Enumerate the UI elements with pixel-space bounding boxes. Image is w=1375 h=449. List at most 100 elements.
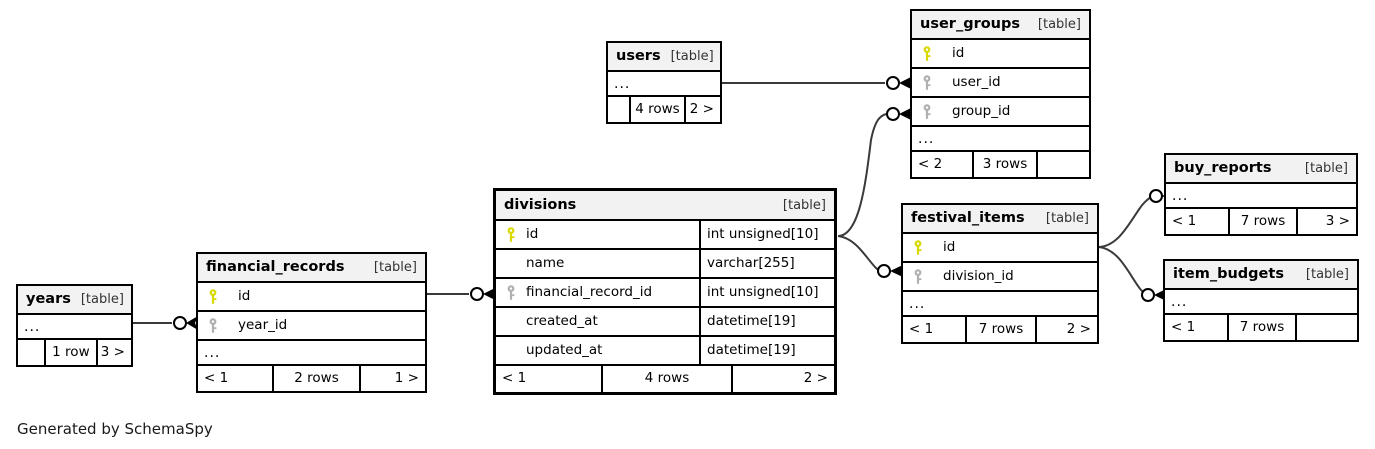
foreign-key-icon [918, 103, 936, 120]
table-user_groups[interactable]: user_groups [table] id user_id [910, 9, 1091, 179]
table-header-users: users [table] [608, 43, 720, 72]
edge-festival_items-buy_reports [1098, 196, 1152, 248]
column-type: datetime[19] [699, 336, 834, 365]
column-row[interactable]: user_id [912, 69, 1089, 98]
table-financial_records[interactable]: financial_records [table] id year_id ...… [196, 252, 427, 393]
primary-key-icon [918, 45, 936, 62]
generated-by-caption: Generated by SchemaSpy [17, 420, 213, 438]
column-type: int unsigned[10] [699, 278, 834, 307]
table-tag-years: [table] [80, 292, 124, 307]
table-tag-item_budgets: [table] [1305, 267, 1349, 282]
foreign-key-icon [918, 74, 936, 91]
column-label: user_id [952, 74, 1001, 90]
footer-prev-years[interactable] [18, 340, 44, 365]
column-name-cell: financial_record_id [496, 284, 699, 301]
foreign-key-icon [502, 284, 520, 301]
table-title-festival_items: festival_items [911, 210, 1025, 227]
table-tag-financial_records: [table] [373, 260, 417, 275]
table-users[interactable]: users [table] ... 4 rows 2 > [606, 41, 722, 124]
column-row[interactable]: created_at datetime[19] [496, 307, 834, 337]
footer-next-users[interactable]: 2 > [683, 97, 720, 122]
table-ellipsis-users: ... [608, 72, 720, 97]
footer-prev-users[interactable] [608, 97, 629, 122]
table-header-item_budgets: item_budgets [table] [1165, 261, 1357, 290]
column-row[interactable]: id [912, 40, 1089, 69]
table-ellipsis-buy_reports: ... [1166, 184, 1356, 209]
footer-rowcount-item_budgets: 7 rows [1227, 315, 1295, 340]
column-row[interactable]: group_id [912, 98, 1089, 127]
table-title-divisions: divisions [504, 196, 577, 213]
table-festival_items[interactable]: festival_items [table] id division_id ..… [901, 203, 1099, 344]
column-row[interactable]: id [903, 234, 1097, 263]
table-header-buy_reports: buy_reports [table] [1166, 155, 1356, 184]
table-divisions[interactable]: divisions [table] id int unsigned[10] na… [493, 188, 837, 395]
table-footer-buy_reports: < 1 7 rows 3 > [1166, 209, 1356, 234]
footer-prev-financial_records[interactable]: < 1 [204, 369, 229, 386]
column-label: id [952, 45, 965, 61]
edge-festival_items-item_budgets [1098, 246, 1149, 296]
foreign-key-icon [204, 317, 222, 334]
table-footer-user_groups: < 2 3 rows [912, 152, 1089, 177]
table-tag-festival_items: [table] [1045, 211, 1089, 226]
column-label: financial_record_id [526, 284, 653, 300]
column-name-cell: year_id [198, 317, 425, 334]
footer-prev-item_budgets[interactable]: < 1 [1171, 318, 1196, 335]
column-row[interactable]: updated_at datetime[19] [496, 336, 834, 366]
table-ellipsis-item_budgets: ... [1165, 290, 1357, 315]
primary-key-icon [204, 288, 222, 305]
footer-rowcount-user_groups: 3 rows [972, 152, 1036, 177]
column-row[interactable]: financial_record_id int unsigned[10] [496, 278, 834, 308]
table-title-buy_reports: buy_reports [1174, 160, 1272, 177]
table-item_budgets[interactable]: item_budgets [table] ... < 1 7 rows [1163, 259, 1359, 342]
table-title-item_budgets: item_budgets [1173, 266, 1284, 283]
table-ellipsis-user_groups: ... [912, 127, 1089, 152]
foreign-key-icon [909, 268, 927, 285]
column-label: group_id [952, 103, 1011, 119]
column-label: id [943, 239, 956, 255]
footer-next-years[interactable]: 3 > [95, 340, 131, 365]
column-row[interactable]: id [198, 283, 425, 312]
table-years[interactable]: years [table] ... 1 row 3 > [16, 284, 133, 367]
edge-divisions-user_groups [837, 113, 887, 237]
footer-next-festival_items[interactable]: 2 > [1035, 317, 1097, 342]
table-ellipsis-festival_items: ... [903, 292, 1097, 317]
footer-prev-buy_reports[interactable]: < 1 [1172, 212, 1197, 229]
footer-next-divisions[interactable]: 2 > [731, 366, 834, 392]
column-name-cell: id [198, 288, 425, 305]
column-label: year_id [238, 317, 288, 333]
table-title-years: years [26, 291, 71, 308]
table-header-festival_items: festival_items [table] [903, 205, 1097, 234]
footer-prev-divisions[interactable]: < 1 [502, 370, 527, 387]
table-header-user_groups: user_groups [table] [912, 11, 1089, 40]
column-row[interactable]: name varchar[255] [496, 249, 834, 279]
column-label: updated_at [526, 343, 603, 358]
primary-key-icon [502, 226, 520, 243]
table-tag-divisions: [table] [782, 197, 826, 213]
table-footer-users: 4 rows 2 > [608, 97, 720, 122]
footer-rowcount-users: 4 rows [629, 97, 684, 122]
column-row[interactable]: division_id [903, 263, 1097, 292]
column-name-cell: division_id [903, 268, 1097, 285]
footer-next-financial_records[interactable]: 1 > [359, 366, 425, 391]
column-name-cell: user_id [912, 74, 1089, 91]
footer-rowcount-buy_reports: 7 rows [1228, 209, 1296, 234]
footer-rowcount-financial_records: 2 rows [272, 366, 359, 391]
column-type: int unsigned[10] [699, 220, 834, 249]
footer-prev-user_groups[interactable]: < 2 [918, 155, 943, 172]
table-tag-buy_reports: [table] [1304, 161, 1348, 176]
footer-rowcount-festival_items: 7 rows [965, 317, 1035, 342]
primary-key-icon [909, 239, 927, 256]
table-footer-festival_items: < 1 7 rows 2 > [903, 317, 1097, 342]
column-name-cell: updated_at [496, 344, 699, 358]
column-row[interactable]: year_id [198, 312, 425, 341]
table-buy_reports[interactable]: buy_reports [table] ... < 1 7 rows 3 > [1164, 153, 1358, 236]
column-row[interactable]: id int unsigned[10] [496, 220, 834, 250]
footer-next-item_budgets[interactable] [1295, 315, 1357, 340]
footer-next-user_groups[interactable] [1036, 152, 1089, 177]
footer-rowcount-divisions: 4 rows [601, 366, 731, 392]
table-title-user_groups: user_groups [920, 16, 1021, 33]
table-footer-item_budgets: < 1 7 rows [1165, 315, 1357, 340]
footer-next-buy_reports[interactable]: 3 > [1296, 209, 1356, 234]
footer-prev-festival_items[interactable]: < 1 [909, 320, 934, 337]
